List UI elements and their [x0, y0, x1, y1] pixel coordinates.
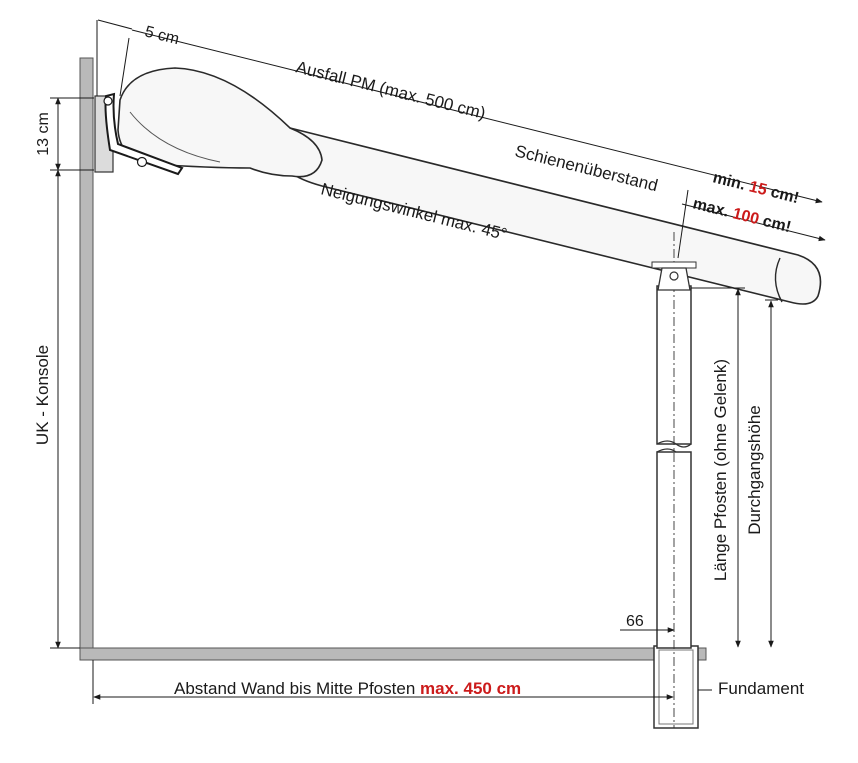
label-schienenueberstand: Schienenüberstand: [513, 141, 660, 195]
label-ausfall-pm: Ausfall PM (max. 500 cm): [294, 57, 487, 123]
abstand-max: max. 450 cm: [420, 679, 521, 698]
label-durchgangshoehe: Durchgangshöhe: [745, 405, 764, 534]
rail-end-cap: [774, 257, 783, 303]
rail: [289, 126, 822, 305]
bracket-hook: [104, 92, 184, 176]
max-prefix: max.: [691, 195, 730, 220]
label-13cm: 13 cm: [35, 112, 52, 156]
label-fundament: Fundament: [718, 679, 804, 698]
min-prefix: min.: [711, 169, 747, 193]
dim-schienen-ext: [677, 189, 689, 259]
foundation: [653, 645, 699, 729]
joint-pin: [669, 271, 679, 281]
foundation-inner: [658, 649, 694, 725]
ground: [79, 647, 707, 661]
label-min-15cm: min. 15 cm!: [711, 169, 801, 207]
max-suffix: cm!: [761, 213, 793, 236]
max-value: 100: [731, 205, 761, 228]
dim-schienen-line: [681, 203, 826, 242]
dim-5cm-ext-right: [119, 37, 130, 97]
cassette-inner: [129, 111, 221, 163]
post-joint-plate: [651, 261, 697, 269]
post-break-top: [656, 440, 692, 448]
bracket-bolt-top: [103, 96, 113, 106]
label-abstand: Abstand Wand bis Mitte Pfosten max. 450 …: [174, 679, 521, 698]
label-laenge-pfosten: Länge Pfosten (ohne Gelenk): [711, 359, 730, 581]
min-suffix: cm!: [769, 184, 801, 207]
wall: [79, 57, 94, 661]
abstand-text: Abstand Wand bis Mitte Pfosten: [174, 679, 415, 698]
label-5cm: 5 cm: [143, 23, 181, 48]
dim-5cm: [97, 19, 133, 30]
bracket-bolt: [136, 156, 148, 168]
min-value: 15: [747, 178, 768, 199]
label-66: 66: [626, 613, 644, 630]
label-uk-konsole: UK - Konsole: [33, 345, 52, 445]
dim-ausfall-line: [131, 29, 823, 204]
